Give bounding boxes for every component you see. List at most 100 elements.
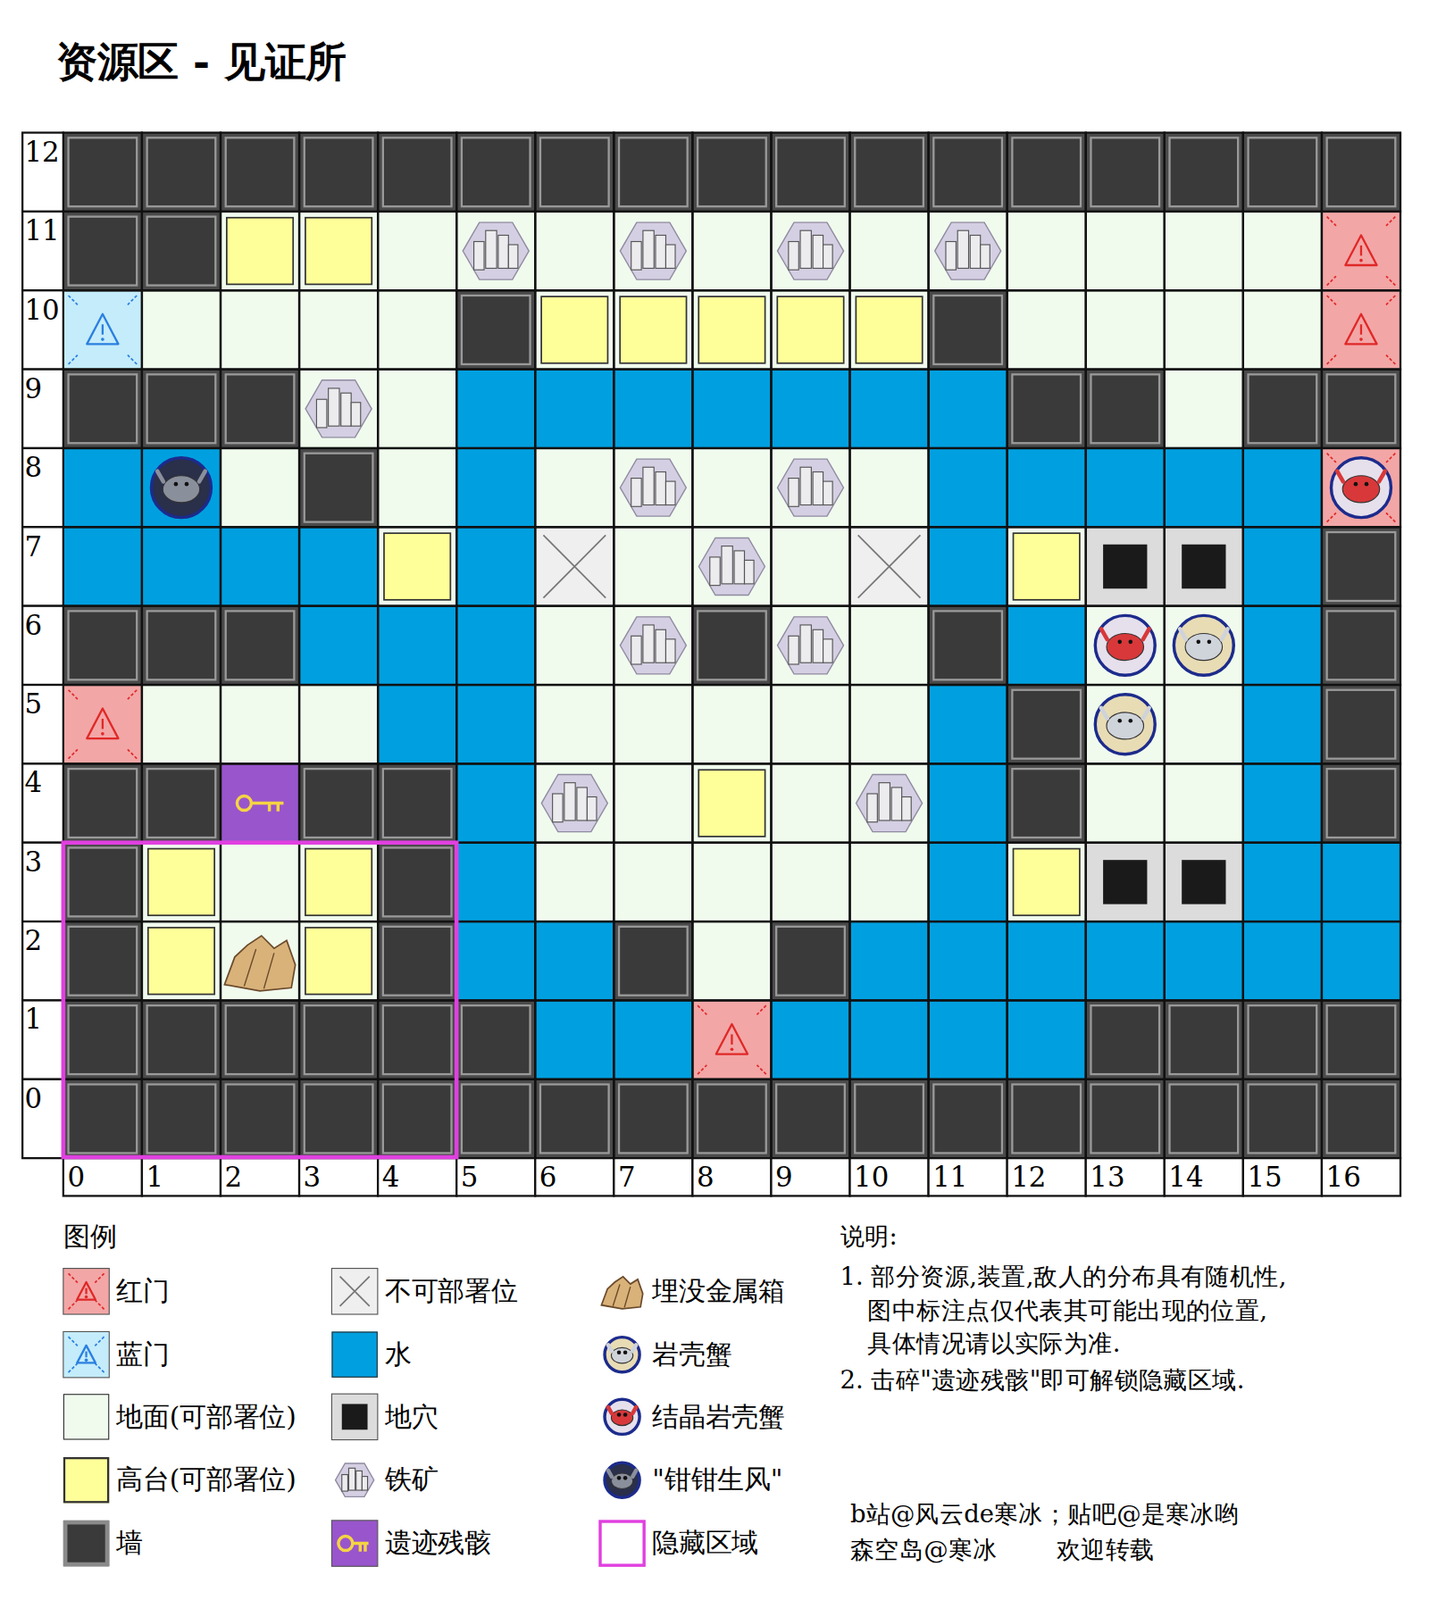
grid-line: [299, 763, 378, 843]
water-tile: [1007, 1000, 1087, 1079]
pit-hole: [342, 1403, 368, 1430]
grid-line: [534, 290, 614, 369]
grid-line: [928, 448, 1008, 527]
grid-line: [1164, 921, 1244, 1001]
wall-tile: [1007, 133, 1087, 212]
pit-tile: [1086, 843, 1165, 922]
door-corner: [1327, 453, 1396, 523]
grid-line: [534, 606, 614, 686]
map-tile: [1086, 1000, 1165, 1079]
grid-line: [692, 369, 771, 449]
map-tile: [220, 921, 300, 1001]
column-index-cell: [220, 1158, 300, 1196]
map-tile: [63, 1079, 143, 1159]
enemy-eye: [1353, 482, 1359, 487]
wall-tile: [456, 133, 535, 212]
door-corner: [1327, 295, 1396, 365]
water-tile: [1243, 526, 1322, 606]
map-tile: [1321, 685, 1401, 764]
legend-text: 隐藏区域: [651, 1526, 759, 1562]
highland-tile: [855, 296, 922, 364]
wall-inner: [1090, 137, 1160, 207]
legend-swatch: [63, 1394, 109, 1440]
map-tile: [1007, 211, 1087, 291]
ore-bar: [734, 551, 744, 585]
column-index-cell: [770, 1158, 850, 1196]
water-tile: [63, 526, 143, 606]
wall-inner: [1169, 137, 1239, 207]
column-index: 13: [1089, 1158, 1125, 1196]
map-tile: [928, 763, 1008, 843]
grid-line: [456, 290, 535, 369]
map-tile: [534, 1079, 614, 1159]
grid-line: [220, 843, 300, 922]
ground-tile: [692, 763, 771, 843]
map-tile: [692, 526, 771, 606]
grid-line: [142, 290, 221, 369]
warning-triangle: [76, 1345, 96, 1364]
grid-line: [1007, 133, 1087, 212]
wall-inner: [147, 374, 217, 443]
enemy-eye: [617, 1412, 622, 1418]
grid-line: [1243, 843, 1322, 922]
wall-tile: [1321, 763, 1401, 843]
door-corner: [1327, 217, 1396, 286]
grid-line: [1007, 290, 1087, 369]
enemy-badge: [604, 1399, 640, 1435]
highland-tile: [384, 533, 451, 601]
grid-line: [220, 1000, 300, 1079]
wall-tile: [299, 763, 378, 843]
map-tile: [220, 211, 300, 291]
row-index-cell: [22, 133, 64, 212]
ground-tile: [456, 211, 535, 291]
ground-tile: [1164, 685, 1244, 764]
ground-tile: [850, 606, 929, 686]
highland-tile: [226, 217, 293, 285]
grid-line: [1007, 921, 1087, 1001]
wall-tile: [377, 763, 457, 843]
ground-tile: [613, 211, 693, 291]
map-tile: [692, 211, 771, 291]
map-tile: [534, 921, 614, 1001]
ground-tile: [377, 290, 457, 369]
ore-bar: [508, 244, 519, 268]
wall-tile: [613, 1079, 693, 1159]
water-tile: [534, 1000, 614, 1079]
map-tile: [534, 843, 614, 922]
wall-tile: [220, 369, 300, 449]
ground-tile: [534, 685, 614, 764]
map-tile: [299, 606, 378, 686]
nodeploy-tile: [850, 526, 929, 606]
wall-tile: [1164, 133, 1244, 212]
column-index-cell: [1007, 1158, 1087, 1196]
wall-inner: [383, 1085, 452, 1154]
ore-hex: [698, 537, 765, 595]
grid-line: [850, 526, 929, 606]
wall-tile: [63, 763, 143, 843]
grid-line: [299, 1000, 378, 1079]
grid-line: [850, 211, 929, 291]
wall-inner: [776, 927, 845, 996]
water-tile: [299, 526, 378, 606]
pit-tile: [1164, 843, 1244, 922]
grid-line: [299, 843, 378, 922]
warning-mark: [730, 1034, 733, 1045]
water-tile: [456, 606, 535, 686]
enemy-eye: [174, 482, 179, 487]
ground-tile: [377, 211, 457, 291]
column-index-cell: [456, 1158, 535, 1196]
ground-tile: [1007, 211, 1087, 291]
map-tile: [1007, 1000, 1087, 1079]
map-tile: [770, 843, 850, 922]
grid-line: [1243, 290, 1322, 369]
door-tile: [63, 290, 143, 369]
ore-bar: [655, 629, 666, 663]
legend-text: 铁矿: [384, 1462, 438, 1498]
enemy-body: [162, 476, 200, 503]
wall-tile: [63, 843, 143, 922]
ground-tile: [770, 843, 850, 922]
map-tile: [770, 1079, 850, 1159]
map-tile: [1086, 1079, 1165, 1159]
legend-icon: [604, 1337, 640, 1373]
grid-line: [377, 843, 457, 922]
